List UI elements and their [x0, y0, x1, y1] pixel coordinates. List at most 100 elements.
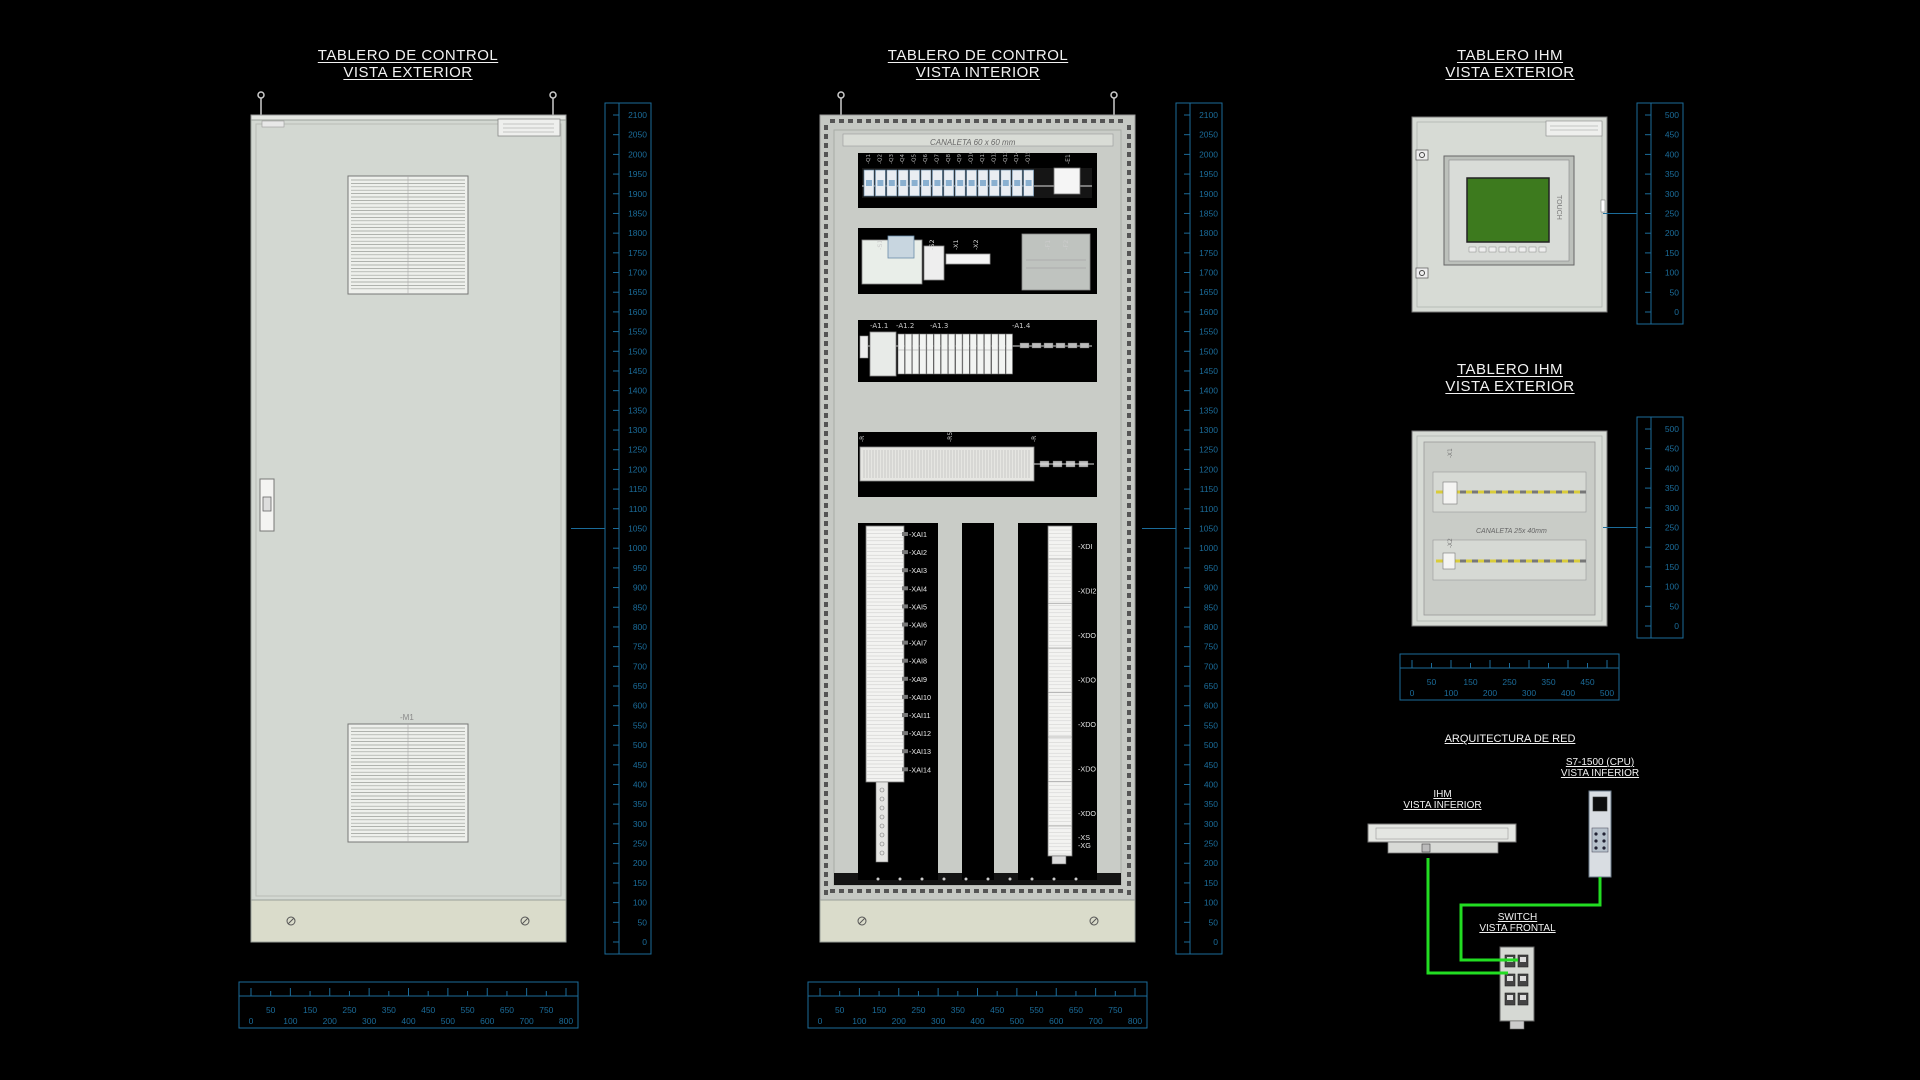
vertical-ruler: 2100205020001950190018501800175017001650…: [1142, 102, 1223, 955]
door-handle-icon: [259, 478, 275, 532]
device-tag: -F2: [1062, 240, 1070, 250]
breaker-tag: -Q3: [889, 153, 895, 164]
ruler-label: 550: [1029, 1005, 1043, 1015]
ruler-label: 50: [1209, 917, 1219, 927]
canaleta-label: CANALETA 25x 40mm: [1476, 528, 1547, 535]
ruler-label: 900: [633, 583, 647, 593]
terminal-tag: -XS: [1078, 833, 1090, 842]
plinth: [819, 899, 1136, 943]
hmi-caption: IHM VISTA INFERIOR: [1385, 789, 1500, 811]
ruler-label: 1800: [628, 228, 647, 238]
hmi-key: [1478, 246, 1487, 253]
ruler-label: 450: [421, 1005, 435, 1015]
ruler-label: 0: [249, 1016, 254, 1026]
nameplate: [497, 118, 561, 137]
ruler-label: 400: [1665, 463, 1679, 473]
ruler-label: 350: [1665, 483, 1679, 493]
title-line: TABLERO IHM: [1456, 361, 1564, 378]
ruler-label: 1100: [629, 504, 648, 514]
ruler-label: 50: [1427, 677, 1437, 687]
ruler-label: 650: [1069, 1005, 1083, 1015]
ruler-label: 400: [970, 1016, 984, 1026]
plinth: [250, 899, 567, 943]
io-module: [969, 333, 977, 375]
caption-line: SWITCH: [1497, 912, 1538, 923]
ruler-label: 850: [633, 602, 647, 612]
ruler-label: 250: [1502, 677, 1516, 687]
ruler-label: 50: [638, 917, 648, 927]
ruler-label: 800: [559, 1016, 573, 1026]
ruler-label: 1750: [628, 248, 647, 258]
caption-line: IHM: [1433, 789, 1452, 800]
ruler-label: 950: [633, 563, 647, 573]
device-tag: -X2: [972, 239, 980, 250]
plc-tag: -A1.1: [870, 322, 888, 330]
ruler-label: 50: [1670, 601, 1680, 611]
ruler-label: 200: [1665, 542, 1679, 552]
io-module: [948, 333, 956, 375]
ruler-label: 650: [633, 681, 647, 691]
ruler-label: 1950: [628, 169, 647, 179]
hmi-key: [1468, 246, 1477, 253]
ruler-label: 2000: [628, 149, 647, 159]
hmi-key: [1488, 246, 1497, 253]
terminal-tag: -XAI4: [909, 584, 927, 593]
ruler-label: 250: [1665, 523, 1679, 533]
ruler-label: 1300: [1199, 425, 1218, 435]
ruler-label: 700: [1204, 661, 1218, 671]
ruler-label: 2100: [1199, 110, 1218, 120]
ruler-label: 950: [1204, 563, 1218, 573]
vertical-ruler: 2100205020001950190018501800175017001650…: [571, 102, 652, 955]
hmi-key: [1508, 246, 1517, 253]
hmi-key: [1498, 246, 1507, 253]
ruler-label: 300: [1522, 688, 1536, 698]
title-line: VISTA EXTERIOR: [1445, 64, 1575, 81]
ihm-panel-interior: CANALETA 25x 40mm -X1 -X2: [1411, 430, 1608, 627]
ruler-label: 1100: [1200, 504, 1219, 514]
terminal-tag: -XAI12: [909, 729, 931, 738]
title-line: VISTA EXTERIOR: [343, 64, 473, 81]
lifting-eye-icon: [257, 91, 557, 115]
terminal-tag: -XDO: [1078, 676, 1096, 685]
title-line: TABLERO DE CONTROL: [887, 47, 1069, 64]
ruler-label: 1350: [628, 405, 647, 415]
ruler-label: 200: [1483, 688, 1497, 698]
ruler-label: 450: [990, 1005, 1004, 1015]
screw-icon: [857, 916, 1099, 926]
ruler-label: 250: [911, 1005, 925, 1015]
ruler-label: 1050: [628, 524, 647, 534]
terminal-tag: -XAI13: [909, 747, 931, 756]
ruler-label: 1200: [628, 464, 647, 474]
io-module: [940, 333, 949, 375]
terminal-module: [1021, 233, 1091, 291]
terminal-tag: -XG: [1078, 841, 1091, 850]
terminal-tag: -XAI6: [909, 621, 927, 630]
ruler-label: 150: [872, 1005, 886, 1015]
ruler-label: 350: [951, 1005, 965, 1015]
terminal-tag: -XAI7: [909, 639, 927, 648]
screw-icon: [286, 916, 530, 926]
title-line: VISTA INTERIOR: [915, 64, 1041, 81]
io-module: [955, 333, 963, 375]
ruler-label: 1500: [1199, 346, 1218, 356]
ruler-label: 300: [362, 1016, 376, 1026]
ruler-label: 750: [633, 642, 647, 652]
io-module: [1005, 333, 1013, 375]
ruler-label: 500: [1665, 110, 1679, 120]
ruler-label: 400: [1665, 149, 1679, 159]
ruler-label: 650: [500, 1005, 514, 1015]
hmi-brand: TOUCH: [1555, 195, 1562, 220]
terminal-tag: -XAI10: [909, 693, 931, 702]
ruler-label: 800: [1128, 1016, 1142, 1026]
plc-tag: -A1.2: [896, 322, 914, 330]
ruler-label: 50: [835, 1005, 845, 1015]
ruler-label: 750: [1108, 1005, 1122, 1015]
ruler-label: 100: [1204, 898, 1218, 908]
ruler-label: 200: [323, 1016, 337, 1026]
ruler-label: 400: [1204, 779, 1218, 789]
caption-line: VISTA FRONTAL: [1479, 923, 1556, 934]
caption-line: VISTA INFERIOR: [1560, 768, 1640, 779]
resistor-tag: -R: [1031, 436, 1038, 442]
breaker-tag: -Q8: [946, 153, 952, 164]
